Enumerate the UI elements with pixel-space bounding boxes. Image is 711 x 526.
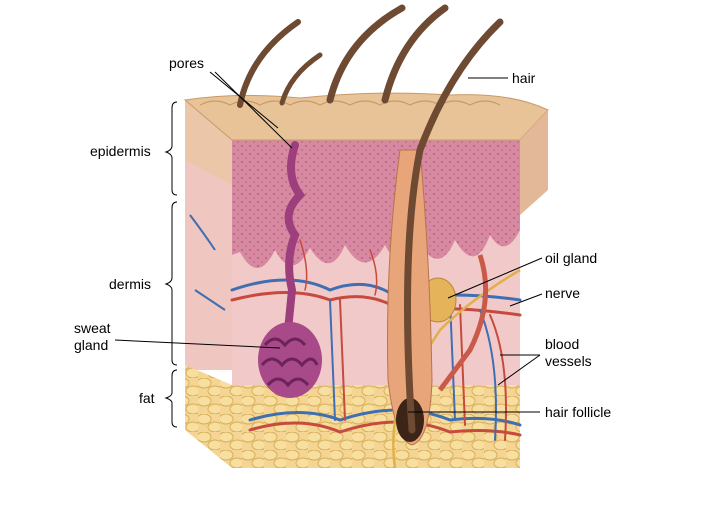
layer-brackets (164, 101, 178, 428)
label-fat: fat (139, 390, 155, 406)
label-dermis: dermis (109, 276, 152, 292)
epidermis-layer (232, 140, 520, 269)
block-left-face (185, 100, 232, 468)
label-pores: pores (169, 55, 205, 71)
leader-lines (114, 71, 543, 413)
label-hair-follicle: hair follicle (545, 404, 612, 420)
label-oil-gland: oil gland (545, 250, 598, 266)
fat-layer (232, 385, 520, 468)
label-sweat-gland: sweat gland (74, 320, 111, 353)
label-hair: hair (512, 70, 536, 86)
label-epidermis: epidermis (90, 143, 151, 159)
surface-hairs (237, 4, 449, 108)
label-nerve: nerve (545, 285, 581, 301)
label-blood-vessels: blood vessels (545, 336, 592, 369)
hair-shaft-main (404, 18, 504, 434)
skin-surface (183, 92, 549, 141)
sweat-gland (258, 141, 322, 398)
blood-vessel-network (230, 239, 522, 441)
